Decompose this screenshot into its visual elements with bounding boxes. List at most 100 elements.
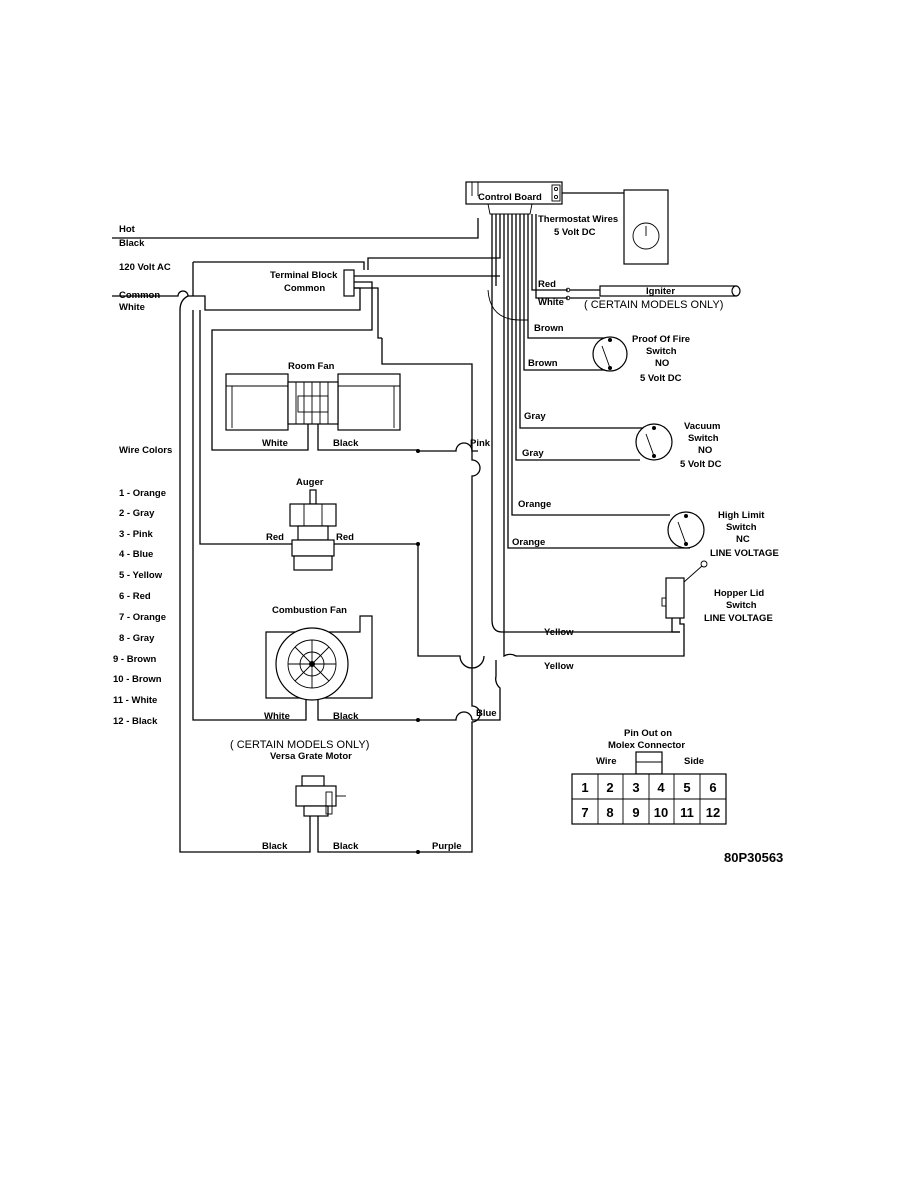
hot-wire [112, 218, 479, 239]
wire-color-item: 12 - Black [113, 716, 158, 727]
auger-red-left-label: Red [266, 532, 284, 543]
wire-color-item: 9 - Brown [113, 654, 156, 665]
wire-color-item: 5 - Yellow [119, 570, 163, 581]
hopper-lid-label-1: Hopper Lid [714, 588, 764, 599]
molex-pin: 7 [581, 805, 588, 820]
connector-icon [551, 184, 561, 202]
igniter-white-label: White [538, 297, 564, 308]
vacuum-label-2: Switch [688, 433, 719, 444]
vacuum-label-3: NO [698, 445, 712, 456]
hl-orange2-label: Orange [512, 537, 545, 548]
vac-gray2-label: Gray [522, 448, 544, 459]
igniter: Red White Igniter ( CERTAIN MODELS ONLY) [538, 279, 741, 311]
room-fan-white-label: White [262, 438, 288, 449]
terminal-block-box [343, 269, 355, 297]
room-fan-housing-left [225, 373, 289, 431]
vac-gray1-label: Gray [524, 411, 546, 422]
combustion-fan-white-label: White [264, 711, 290, 722]
thermostat: Thermostat Wires 5 Volt DC [538, 189, 669, 265]
proof-of-fire-switch: Brown Brown Proof Of Fire Switch NO 5 Vo… [528, 323, 690, 384]
igniter-note-label: ( CERTAIN MODELS ONLY) [584, 299, 723, 311]
wire-color-item: 11 - White [113, 695, 157, 706]
combustion-fan-label: Combustion Fan [272, 605, 347, 616]
molex-pin: 6 [709, 780, 716, 795]
hopper-lid-label-2: Switch [726, 600, 757, 611]
pof-label-3: NO [655, 358, 669, 369]
molex-pin: 1 [581, 780, 588, 795]
left-common-rail [179, 295, 300, 853]
hl-orange1-label: Orange [518, 499, 551, 510]
wire-colors-legend: Wire Colors 1 - Orange 2 - Gray 3 - Pink… [113, 445, 172, 727]
versa-grate-motor: ( CERTAIN MODELS ONLY) Versa Grate Motor… [230, 739, 462, 854]
molex-pin: 3 [632, 780, 639, 795]
yellow1-label: Yellow [544, 627, 574, 638]
part-number: 80P30563 [724, 850, 783, 865]
room-fan-motor [287, 381, 339, 425]
combustion-fan: Combustion Fan White Black [192, 310, 501, 722]
auger-gearbox [289, 503, 337, 527]
vacuum-switch-icon [635, 423, 673, 461]
high-limit-label-2: Switch [726, 522, 757, 533]
thermostat-label-1: Thermostat Wires [538, 214, 618, 225]
room-fan-housing-right [337, 373, 401, 431]
pof-brown1-label: Brown [534, 323, 564, 334]
auger-motor [291, 539, 335, 557]
common-wire [112, 287, 361, 311]
proof-of-fire-switch-icon [592, 336, 628, 372]
versa-grate-motor-body [295, 785, 337, 807]
pof-label-1: Proof Of Fire [632, 334, 690, 345]
wire-color-item: 2 - Gray [119, 508, 155, 519]
high-limit-label-4: LINE VOLTAGE [710, 548, 779, 559]
high-limit-switch-icon [667, 511, 705, 549]
molex-pin: 4 [657, 780, 665, 795]
igniter-red-label: Red [538, 279, 556, 290]
high-limit-label-1: High Limit [718, 510, 765, 521]
power-input: Hot Black 120 Volt AC Common White [112, 218, 479, 313]
blue-label: Blue [476, 708, 497, 719]
control-board: Control Board [465, 181, 563, 215]
room-fan-black-label: Black [333, 438, 359, 449]
high-limit-switch: Orange Orange High Limit Switch NC LINE … [512, 499, 779, 559]
thermostat-label-2: 5 Volt DC [554, 227, 596, 238]
combustion-fan-black-label: Black [333, 711, 359, 722]
grate-black-left-label: Black [262, 841, 288, 852]
molex-pin: 10 [654, 805, 668, 820]
common-white-label: White [119, 302, 145, 313]
molex-pin: 5 [683, 780, 690, 795]
pof-label-4: 5 Volt DC [640, 373, 682, 384]
hot-black-label: Black [119, 238, 145, 249]
room-fan-label: Room Fan [288, 361, 335, 372]
pink-label: Pink [470, 438, 491, 449]
high-limit-label-3: NC [736, 534, 750, 545]
molex-pin: 12 [706, 805, 720, 820]
molex-pin: 9 [632, 805, 639, 820]
molex-title-2: Molex Connector [608, 740, 685, 751]
purple-label: Purple [432, 841, 462, 852]
hopper-lid-switch-icon [665, 577, 685, 619]
molex-connector: Pin Out on Molex Connector Wire Side 1 2… [571, 728, 727, 825]
thermostat-dial-icon [632, 222, 660, 250]
auger-label: Auger [296, 477, 324, 488]
pof-brown2-label: Brown [528, 358, 558, 369]
hopper-lid-label-3: LINE VOLTAGE [704, 613, 773, 624]
wire-color-item: 1 - Orange [119, 488, 166, 499]
auger: Auger Red Red [266, 477, 485, 669]
grate-black-right-label: Black [333, 841, 359, 852]
wire-color-item: 4 - Blue [119, 549, 153, 560]
hot-label: Hot [119, 224, 136, 235]
volt-label: 120 Volt AC [119, 262, 171, 273]
molex-pin: 2 [606, 780, 613, 795]
wire-color-item: 10 - Brown [113, 674, 162, 685]
molex-pin: 8 [606, 805, 613, 820]
molex-pin: 11 [680, 805, 694, 820]
versa-grate-label: Versa Grate Motor [270, 751, 352, 762]
terminal-block-label-1: Terminal Block [270, 270, 338, 281]
molex-title-1: Pin Out on [624, 728, 672, 739]
control-board-label: Control Board [478, 192, 542, 203]
wire-color-item: 8 - Gray [119, 633, 155, 644]
igniter-label: Igniter [646, 286, 675, 297]
vacuum-switch: Gray Gray Vacuum Switch NO 5 Volt DC [522, 411, 722, 470]
molex-side-label: Side [684, 756, 704, 767]
pof-label-2: Switch [646, 346, 677, 357]
